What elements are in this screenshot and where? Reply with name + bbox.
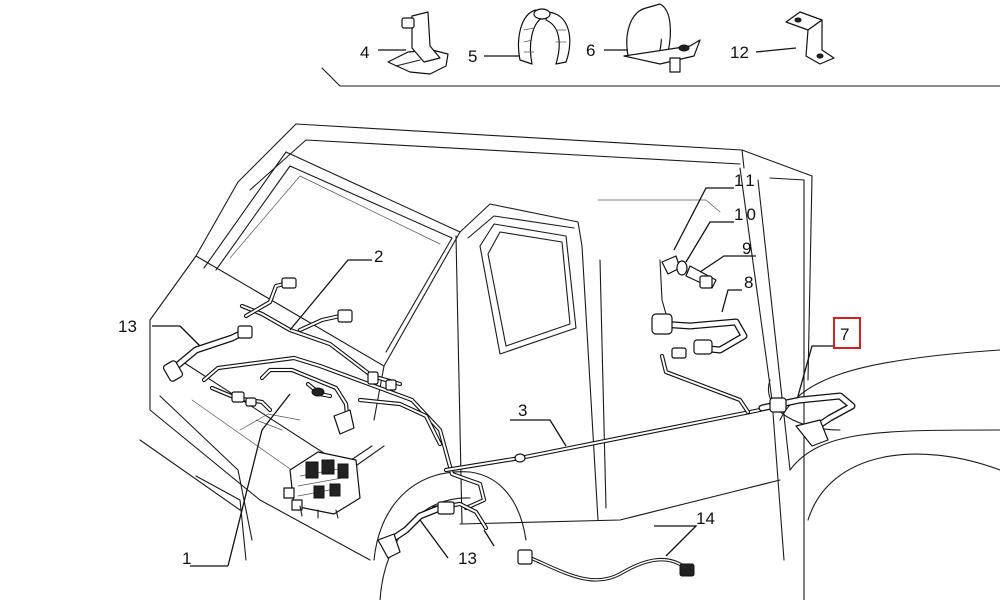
detail-inset: [321, 3, 1000, 87]
brake-pipes: [201, 281, 763, 531]
part-6-double-clamp: [623, 3, 701, 73]
abs-modulator-unit: [283, 451, 361, 519]
part-5-strap-clamp: [517, 8, 571, 65]
callout-2: 2: [374, 247, 383, 266]
van-body: [139, 123, 1000, 600]
part-4-bracket-clip: [387, 11, 449, 75]
callout-3: 3: [518, 401, 527, 420]
sensor-hoses: [162, 259, 856, 582]
callouts: 4 5 6 12 2 1 3 13 13 14 11 10 9 8 7: [118, 41, 861, 568]
callout-11: 11: [734, 171, 758, 190]
leader-lines: [152, 187, 834, 567]
callout-5: 5: [468, 47, 477, 66]
callout-6: 6: [586, 41, 595, 60]
callout-9: 9: [742, 239, 751, 258]
callout-7-highlight-box: [833, 317, 861, 349]
callout-8: 8: [744, 273, 753, 292]
callout-7: 7: [840, 325, 849, 344]
callout-12: 12: [730, 43, 749, 62]
callout-1: 1: [182, 549, 191, 568]
part-12-angle-bracket: [785, 11, 835, 65]
inset-border: [321, 67, 1000, 87]
callout-13-upper: 13: [118, 317, 137, 336]
callout-10: 10: [734, 205, 759, 224]
callout-4: 4: [360, 43, 369, 62]
bolt-washer-nut-stack: [661, 255, 717, 289]
callout-13-lower: 13: [458, 549, 477, 568]
callout-14: 14: [696, 509, 715, 528]
